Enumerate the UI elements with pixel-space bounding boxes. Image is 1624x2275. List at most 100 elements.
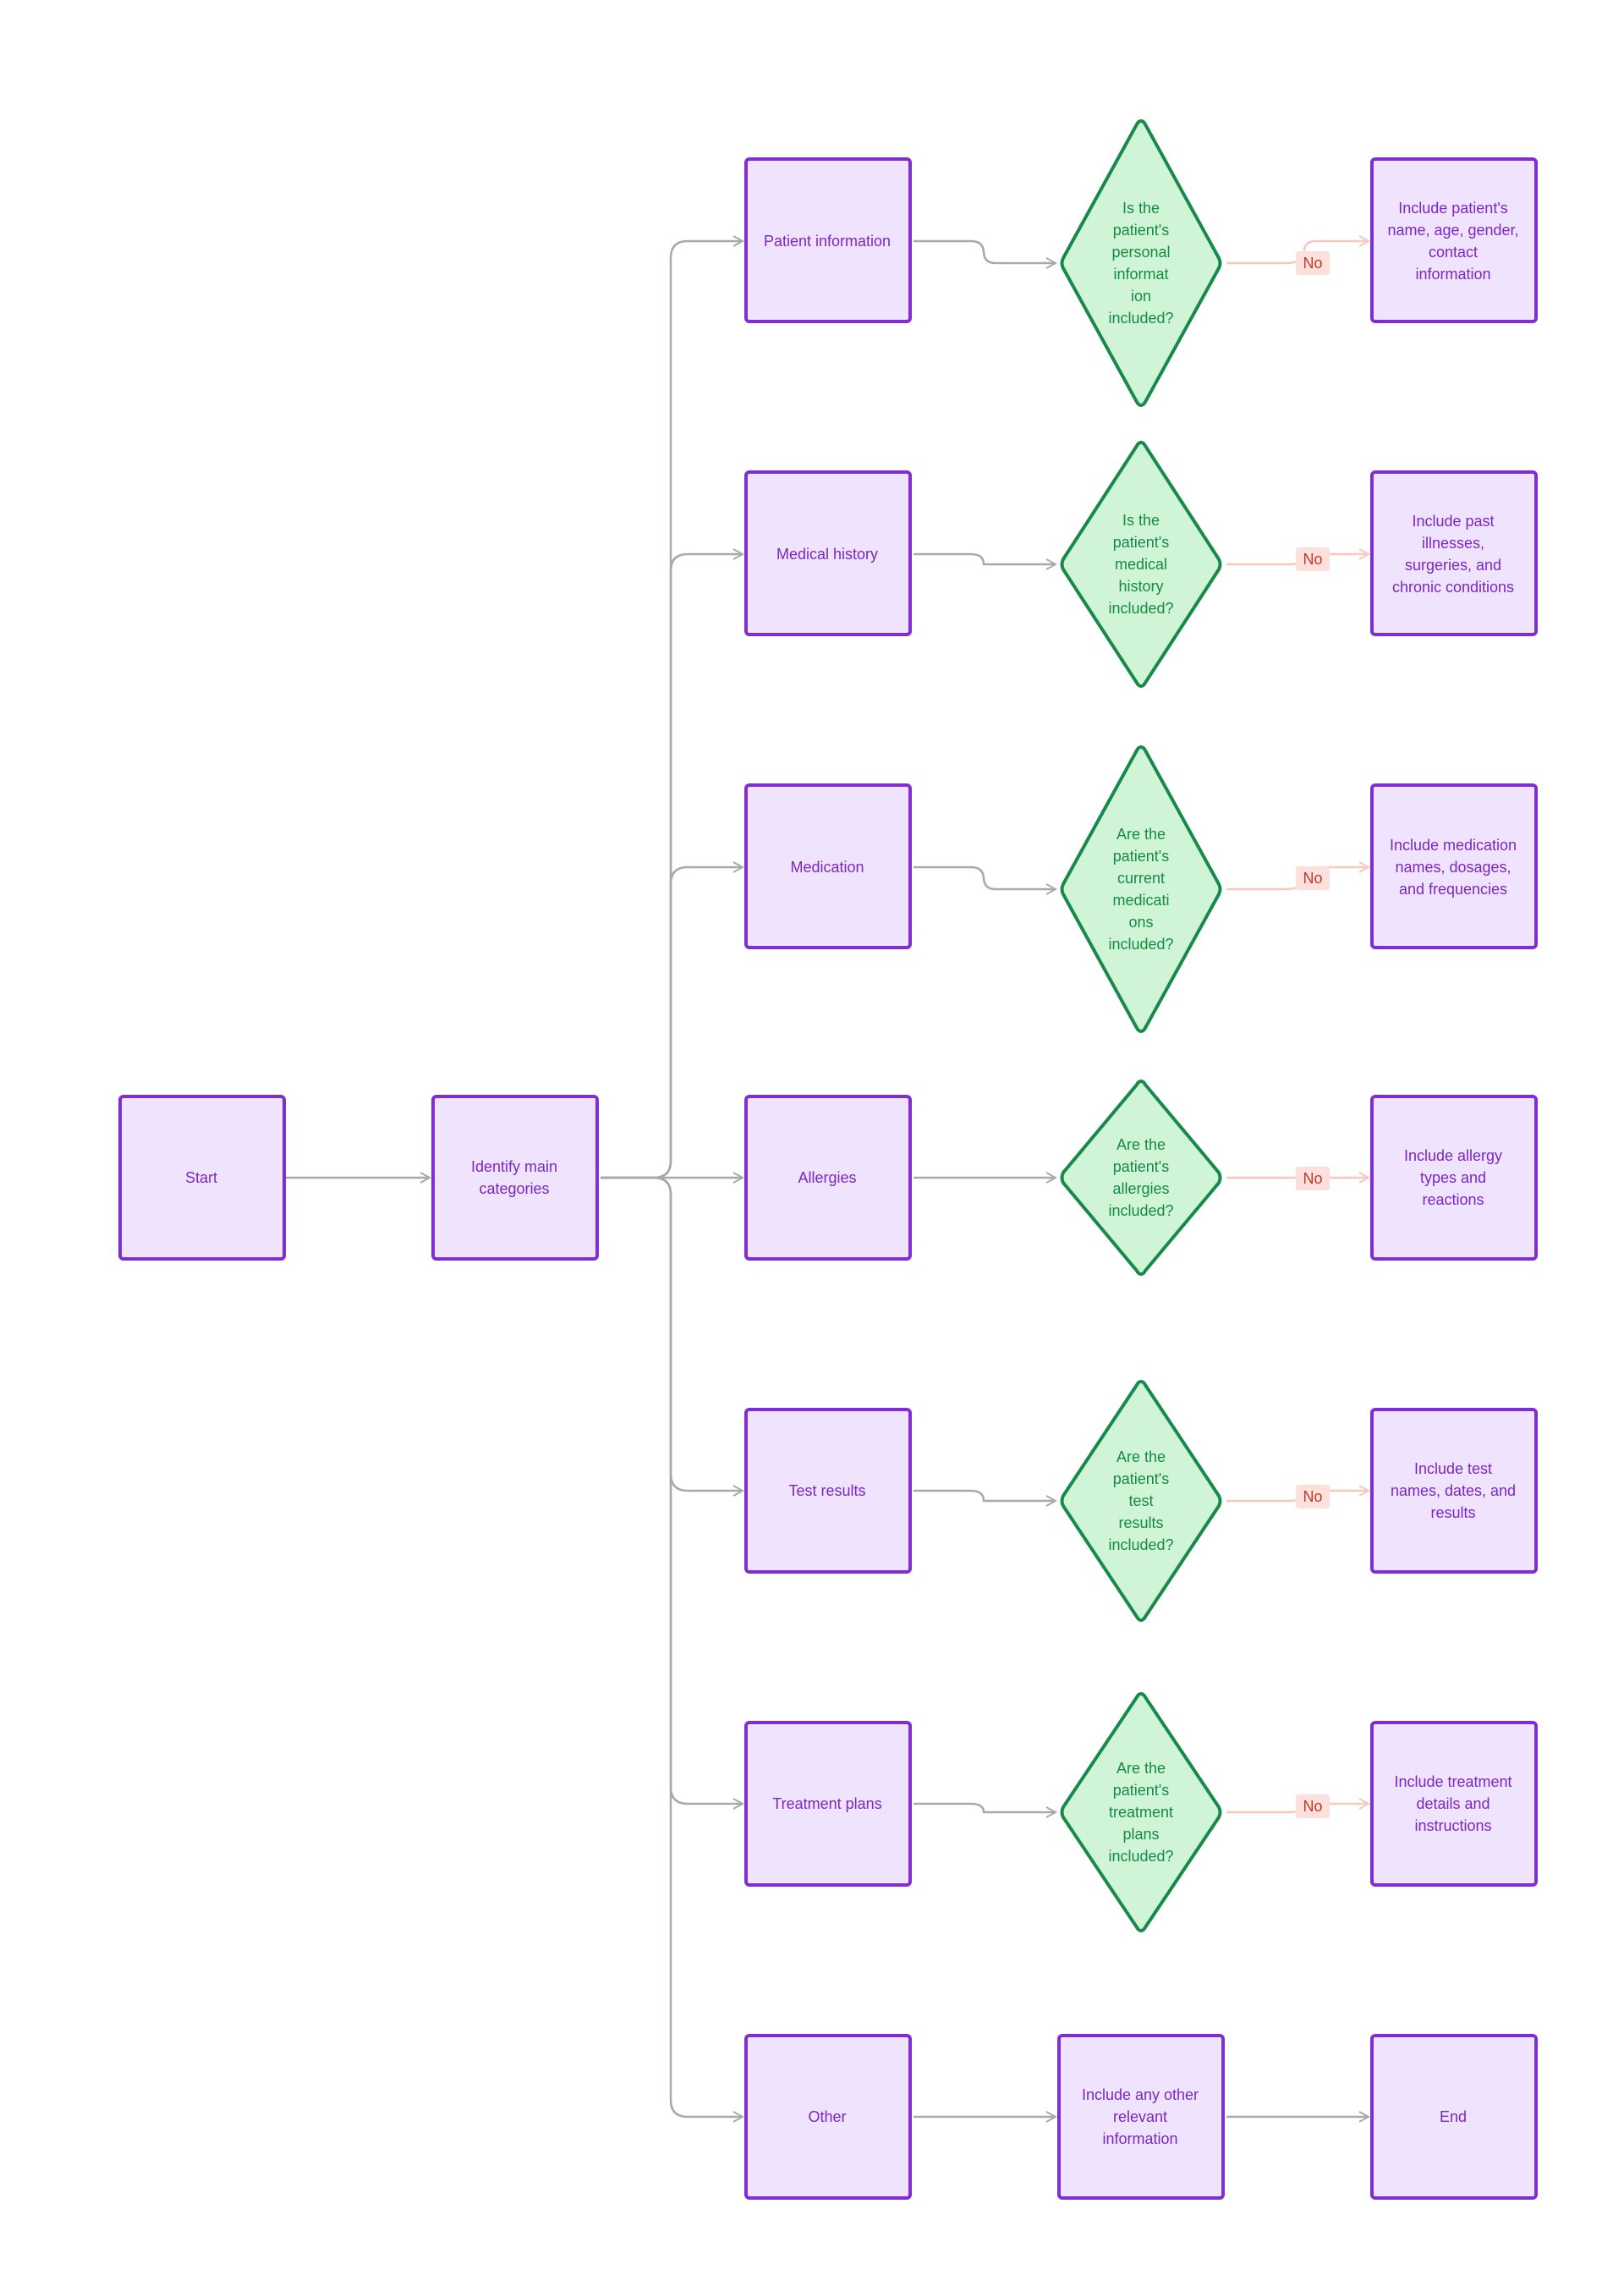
svg-text:No: No xyxy=(1303,255,1322,272)
edge-treatment-plans-to-question xyxy=(914,1802,1056,1812)
label-line: allergies xyxy=(1112,1180,1169,1197)
label-line: patient's xyxy=(1113,1782,1169,1799)
label-line: Are the xyxy=(1116,1136,1166,1153)
no-label-allergies: No xyxy=(1296,1167,1330,1190)
test-results-label: Test results xyxy=(788,1482,865,1499)
svg-text:No: No xyxy=(1303,1798,1322,1815)
label-line: Allergies xyxy=(798,1169,856,1186)
label-line: patient's xyxy=(1113,848,1169,865)
start-node[interactable]: Start xyxy=(118,1095,286,1261)
label-line: reactions xyxy=(1422,1191,1484,1208)
label-line: contact xyxy=(1429,244,1478,261)
decision-allergies-label: Are the patient's allergies included? xyxy=(1108,1136,1173,1219)
svg-text:No: No xyxy=(1303,1170,1322,1187)
include-allergy-details-node[interactable]: Include allergy types and reactions xyxy=(1370,1095,1538,1261)
decision-allergies[interactable]: Are the patient's allergies included? xyxy=(1060,1079,1222,1277)
svg-text:No: No xyxy=(1303,551,1322,568)
medication-node[interactable]: Medication xyxy=(744,783,912,949)
patient-information-node[interactable]: Patient information xyxy=(744,157,912,323)
label-line: illnesses, xyxy=(1422,535,1484,552)
no-label-history: No xyxy=(1296,547,1330,571)
label-line: patient's xyxy=(1113,1158,1169,1175)
edge-identify-to-other xyxy=(601,1176,743,2117)
label-line: End xyxy=(1440,2108,1467,2125)
label-line: name, age, gender, xyxy=(1387,222,1518,239)
end-node-label: End xyxy=(1440,2108,1467,2125)
label-line: medicati xyxy=(1112,892,1169,909)
label-line: Patient information xyxy=(764,233,891,250)
label-line: included? xyxy=(1108,310,1173,327)
label-line: Identify main xyxy=(471,1158,557,1175)
other-label: Other xyxy=(808,2108,846,2125)
medication-label: Medication xyxy=(790,859,864,876)
medical-history-node[interactable]: Medical history xyxy=(744,470,912,636)
treatment-plans-label: Treatment plans xyxy=(772,1795,881,1812)
label-line: results xyxy=(1430,1504,1475,1521)
svg-text:No: No xyxy=(1303,870,1322,887)
label-line: Include test xyxy=(1414,1460,1492,1477)
label-line: Other xyxy=(808,2108,846,2125)
label-line: medical xyxy=(1115,556,1167,573)
svg-text:No: No xyxy=(1303,1488,1322,1505)
no-label-treatment: No xyxy=(1296,1794,1330,1818)
label-line: information xyxy=(1415,266,1490,283)
label-line: patient's xyxy=(1113,534,1169,551)
label-line: details and xyxy=(1416,1795,1490,1812)
edge-identify-to-medication xyxy=(601,867,743,1179)
label-line: patient's xyxy=(1113,222,1169,239)
label-line: Are the xyxy=(1116,1760,1166,1777)
label-line: types and xyxy=(1420,1169,1486,1186)
label-line: Are the xyxy=(1116,1448,1166,1465)
label-line: Include medication xyxy=(1390,837,1517,854)
label-line: Is the xyxy=(1122,512,1160,529)
label-line: Include allergy xyxy=(1404,1147,1502,1164)
label-line: Medication xyxy=(790,859,864,876)
label-line: Test results xyxy=(788,1482,865,1499)
label-line: information xyxy=(1102,2130,1177,2147)
treatment-plans-node[interactable]: Treatment plans xyxy=(744,1721,912,1887)
no-label-tests: No xyxy=(1296,1485,1330,1508)
label-line: ons xyxy=(1128,914,1153,931)
label-line: current xyxy=(1117,870,1165,887)
label-line: included? xyxy=(1108,600,1173,617)
edge-medical-history-to-question xyxy=(914,552,1056,564)
label-line: personal xyxy=(1111,244,1170,261)
label-line: Treatment plans xyxy=(772,1795,881,1812)
label-line: included? xyxy=(1108,1202,1173,1219)
label-line: Start xyxy=(185,1169,217,1186)
end-node[interactable]: End xyxy=(1370,2034,1538,2200)
no-label-personal: No xyxy=(1296,251,1330,275)
edge-medication-to-question xyxy=(914,865,1056,889)
label-line: patient's xyxy=(1113,1470,1169,1487)
label-line: Include treatment xyxy=(1394,1773,1512,1790)
patient-information-label: Patient information xyxy=(764,233,891,250)
allergies-node[interactable]: Allergies xyxy=(744,1095,912,1261)
test-results-node[interactable]: Test results xyxy=(744,1408,912,1574)
other-node[interactable]: Other xyxy=(744,2034,912,2200)
label-line: Include any other xyxy=(1082,2086,1199,2103)
edge-patient-information-to-question xyxy=(914,239,1056,263)
label-line: included? xyxy=(1108,936,1173,953)
label-line: chronic conditions xyxy=(1392,579,1514,596)
allergies-label: Allergies xyxy=(798,1169,856,1186)
label-line: included? xyxy=(1108,1536,1173,1553)
